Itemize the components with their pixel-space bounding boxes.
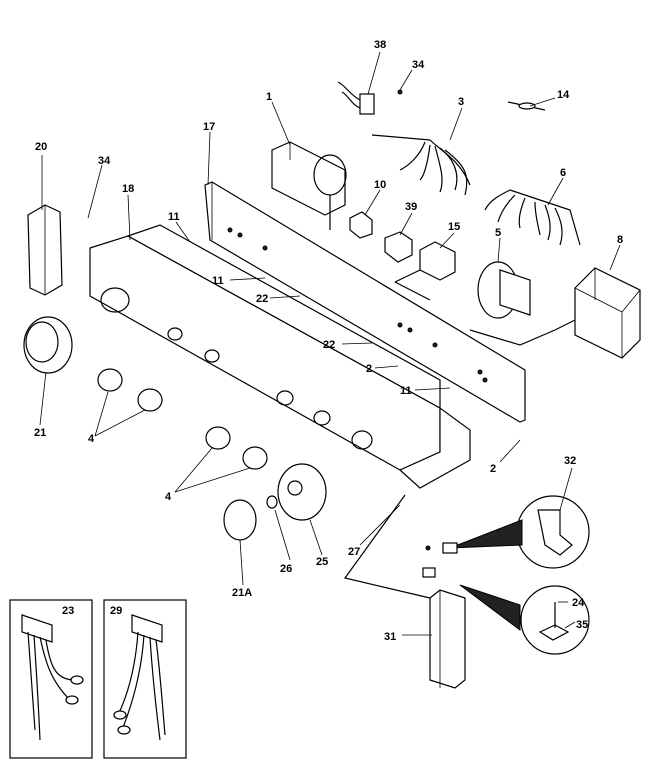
leader-lines [39,51,621,636]
callout-2-b: 2 [490,463,496,475]
callout-22-a: 22 [256,293,268,305]
part-15 [394,241,456,301]
callout-6: 6 [560,167,566,179]
callout-11-c: 11 [400,385,412,397]
callout-17: 17 [203,121,215,133]
inset-23 [9,599,93,759]
callout-14: 14 [557,89,570,101]
callout-1: 1 [266,91,272,103]
callout-25: 25 [316,556,328,568]
callout-2-a: 2 [366,363,372,375]
callout-32: 32 [564,455,576,467]
callout-34-left: 34 [98,155,111,167]
callout-29: 29 [110,605,122,617]
callout-35: 35 [576,619,588,631]
callout-labels: 38 34 14 1 3 17 20 34 10 6 18 11 39 15 5… [34,39,623,643]
push-buttons [97,368,268,470]
callout-31: 31 [384,631,396,643]
callout-3: 3 [458,96,464,108]
callout-26: 26 [280,563,292,575]
knob-21a [223,499,257,541]
callout-39: 39 [405,201,417,213]
callout-18: 18 [122,183,134,195]
dial-25 [277,463,327,521]
part-38 [337,81,403,115]
control-panel [89,224,471,489]
callout-27: 27 [348,546,360,558]
rear-bracket [204,181,526,423]
wire-harness-6 [484,189,581,246]
part-10 [349,211,373,239]
callout-23: 23 [62,605,74,617]
callout-5: 5 [495,227,501,239]
wire-harness-3 [371,134,471,196]
callout-20: 20 [35,141,47,153]
detail-35 [459,584,590,655]
callout-4-b: 4 [165,491,172,503]
callout-11-a: 11 [168,211,180,223]
part-8 [469,267,641,359]
callout-34-top: 34 [412,59,425,71]
callout-8: 8 [617,234,623,246]
part-39 [384,231,413,263]
inset-29 [103,599,187,759]
part-14 [507,101,546,111]
washer-26 [266,495,278,509]
callout-21: 21 [34,427,46,439]
pressure-switch [477,261,531,319]
callout-11-b: 11 [212,275,224,287]
callout-15: 15 [448,221,460,233]
knob-21 [23,316,73,374]
callout-21a: 21A [232,587,252,599]
detail-32 [449,495,590,569]
timer [271,141,347,230]
callout-38: 38 [374,39,386,51]
callout-4-a: 4 [88,433,95,445]
part-20 [27,204,63,296]
callout-24: 24 [572,597,585,609]
part-31 [429,589,466,689]
callout-10: 10 [374,179,386,191]
callout-22-b: 22 [323,339,335,351]
